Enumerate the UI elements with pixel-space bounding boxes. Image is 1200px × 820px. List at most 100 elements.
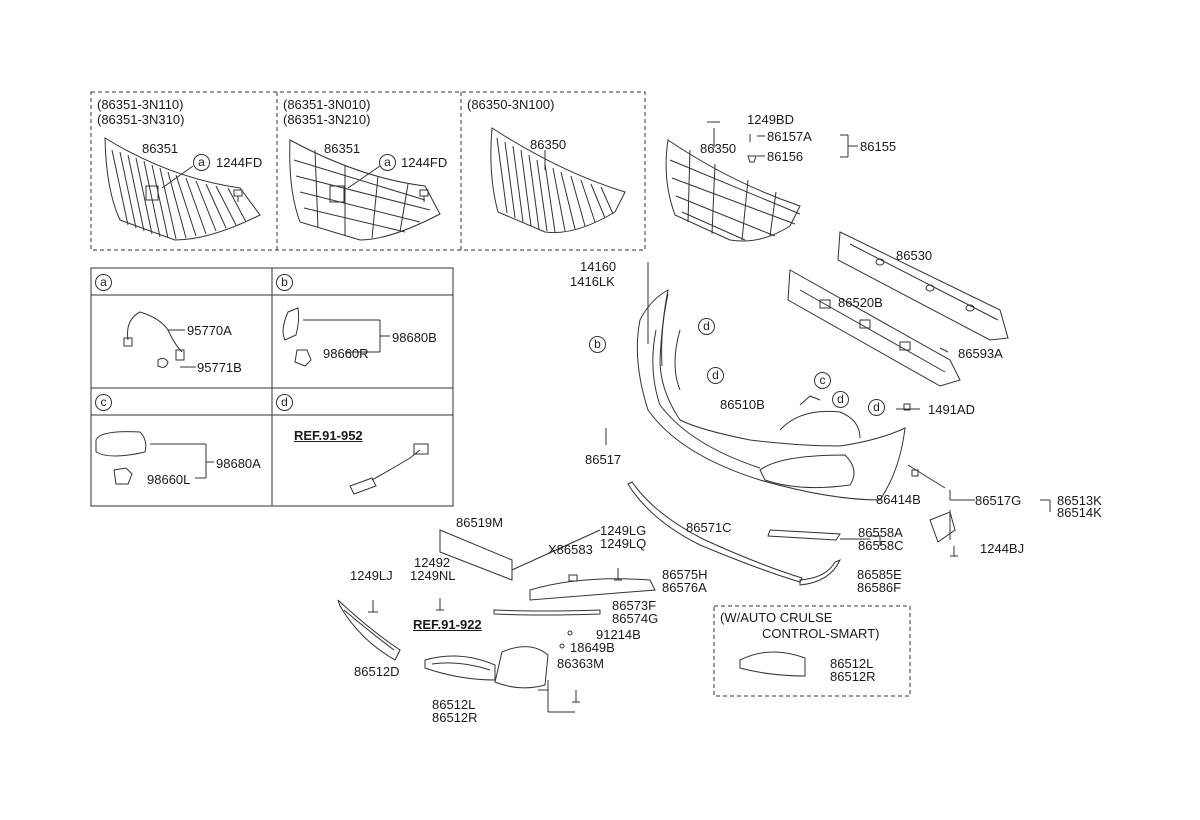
label-86156: 86156 <box>767 149 804 164</box>
panel-c-cover-sensor <box>95 431 214 485</box>
grille-variant-2-drawing <box>289 139 441 241</box>
bracket-86513k <box>929 511 956 543</box>
panel-c-part-1: 98680A <box>216 456 261 471</box>
auto-cruise-cover-drawing <box>739 651 806 677</box>
label-x86583: X86583 <box>548 542 593 557</box>
auto-cruise-line-2: CONTROL-SMART) <box>762 626 880 641</box>
callout-b: b <box>589 336 606 353</box>
label-1416lk: 1416LK <box>570 274 615 289</box>
panel-a-letter: a <box>95 274 112 291</box>
label-86585e: 86585E <box>857 567 902 582</box>
label-1249lg: 1249LG <box>600 523 647 538</box>
variant-3-part: 86350 <box>530 137 567 152</box>
label-86512d: 86512D <box>354 664 400 679</box>
label-86574g: 86574G <box>612 611 659 626</box>
ref-91-922[interactable]: REF.91-922 <box>413 617 482 632</box>
panel-b-part-1: 98680B <box>392 330 437 345</box>
plate-86519m <box>439 529 601 581</box>
auto-cruise-part-2: 86512R <box>830 669 876 684</box>
main-grille-drawing <box>665 121 858 242</box>
callout-d-2: d <box>707 367 724 384</box>
variant-1-callout: a <box>193 154 210 171</box>
grille-variants-frame <box>90 91 646 251</box>
absorber-86520b <box>787 269 961 387</box>
label-86512r: 86512R <box>432 710 478 725</box>
label-86414b: 86414B <box>876 492 921 507</box>
label-86586f: 86586F <box>857 580 902 595</box>
label-86575h: 86575H <box>662 567 708 582</box>
label-86520b: 86520B <box>838 295 883 310</box>
auto-cruise-frame <box>713 605 911 697</box>
label-86517g: 86517G <box>975 493 1022 508</box>
variant-3-code-1: (86350-3N100) <box>467 97 555 112</box>
fastener-1244fd-2 <box>419 189 429 202</box>
label-1249lj: 1249LJ <box>350 568 393 583</box>
panel-a-part-1: 95770A <box>187 323 232 338</box>
label-18649b: 18649B <box>570 640 615 655</box>
panel-b-part-2: 98660R <box>323 346 369 361</box>
molding-86571c <box>627 481 803 583</box>
foglamp-86363m <box>494 646 575 713</box>
label-86558c: 86558C <box>858 538 904 553</box>
label-86530: 86530 <box>896 248 933 263</box>
panel-d-letter: d <box>276 394 293 411</box>
callout-d-4: d <box>868 399 885 416</box>
variant-2-code-2: (86351-3N210) <box>283 112 371 127</box>
fastener-1244fd-1 <box>233 189 243 202</box>
variant-2-part: 86351 <box>324 141 361 156</box>
label-86157a: 86157A <box>767 129 812 144</box>
label-86573f: 86573F <box>612 598 657 613</box>
label-86576a: 86576A <box>662 580 707 595</box>
variant-2-fastener: 1244FD <box>401 155 448 170</box>
panel-d-connector <box>349 443 429 495</box>
label-86593a: 86593A <box>958 346 1003 361</box>
label-86363m: 86363M <box>557 656 604 671</box>
panel-a-harness <box>123 311 196 368</box>
panel-c-letter: c <box>95 394 112 411</box>
bolts <box>368 403 958 703</box>
panel-d-ref[interactable]: REF.91-952 <box>294 428 363 443</box>
grille-variant-1-drawing <box>104 137 261 241</box>
label-14160: 14160 <box>580 259 617 274</box>
label-86558a: 86558A <box>858 525 903 540</box>
molding-86575h <box>529 578 656 601</box>
variant-1-code-2: (86351-3N310) <box>97 112 185 127</box>
variant-2-callout: a <box>379 154 396 171</box>
label-86512l: 86512L <box>432 697 476 712</box>
label-86513k: 86513K <box>1057 493 1102 508</box>
callout-c: c <box>814 372 831 389</box>
variant-1-code-1: (86351-3N110) <box>97 97 184 112</box>
auto-cruise-line-1: (W/AUTO CRULSE <box>720 610 833 625</box>
garnish-86512d <box>337 599 401 661</box>
variant-2-code-1: (86351-3N010) <box>283 97 371 112</box>
panel-a-part-2: 95771B <box>197 360 242 375</box>
label-1249nl: 1249NL <box>410 568 456 583</box>
label-86350-main: 86350 <box>700 141 737 156</box>
foglamp-cover-86512l <box>424 655 496 681</box>
label-1249lq: 1249LQ <box>600 536 647 551</box>
leader-lines <box>605 408 1051 546</box>
grille-variant-3-drawing <box>490 127 626 234</box>
label-12492: 12492 <box>414 555 451 570</box>
callout-d-3: d <box>832 391 849 408</box>
panel-b-letter: b <box>276 274 293 291</box>
auto-cruise-part-1: 86512L <box>830 656 874 671</box>
reinforcement-beam-86530 <box>837 231 1009 341</box>
grille-strip-86558a <box>767 529 841 541</box>
label-1249bd: 1249BD <box>747 112 794 127</box>
label-86517: 86517 <box>585 452 622 467</box>
label-1244bj: 1244BJ <box>980 541 1025 556</box>
panel-c-part-2: 98660L <box>147 472 191 487</box>
label-1491ad: 1491AD <box>928 402 975 417</box>
trim-86585e <box>799 559 841 586</box>
label-86571c: 86571C <box>686 520 732 535</box>
variant-1-fastener: 1244FD <box>216 155 263 170</box>
bumper-cover-86510b <box>636 262 906 501</box>
panel-b-cover-sensor <box>282 307 390 367</box>
strip-86573f <box>493 609 601 616</box>
label-91214b: 91214B <box>596 627 641 642</box>
label-86155: 86155 <box>860 139 897 154</box>
label-86510b: 86510B <box>720 397 765 412</box>
label-86514k: 86514K <box>1057 505 1102 520</box>
